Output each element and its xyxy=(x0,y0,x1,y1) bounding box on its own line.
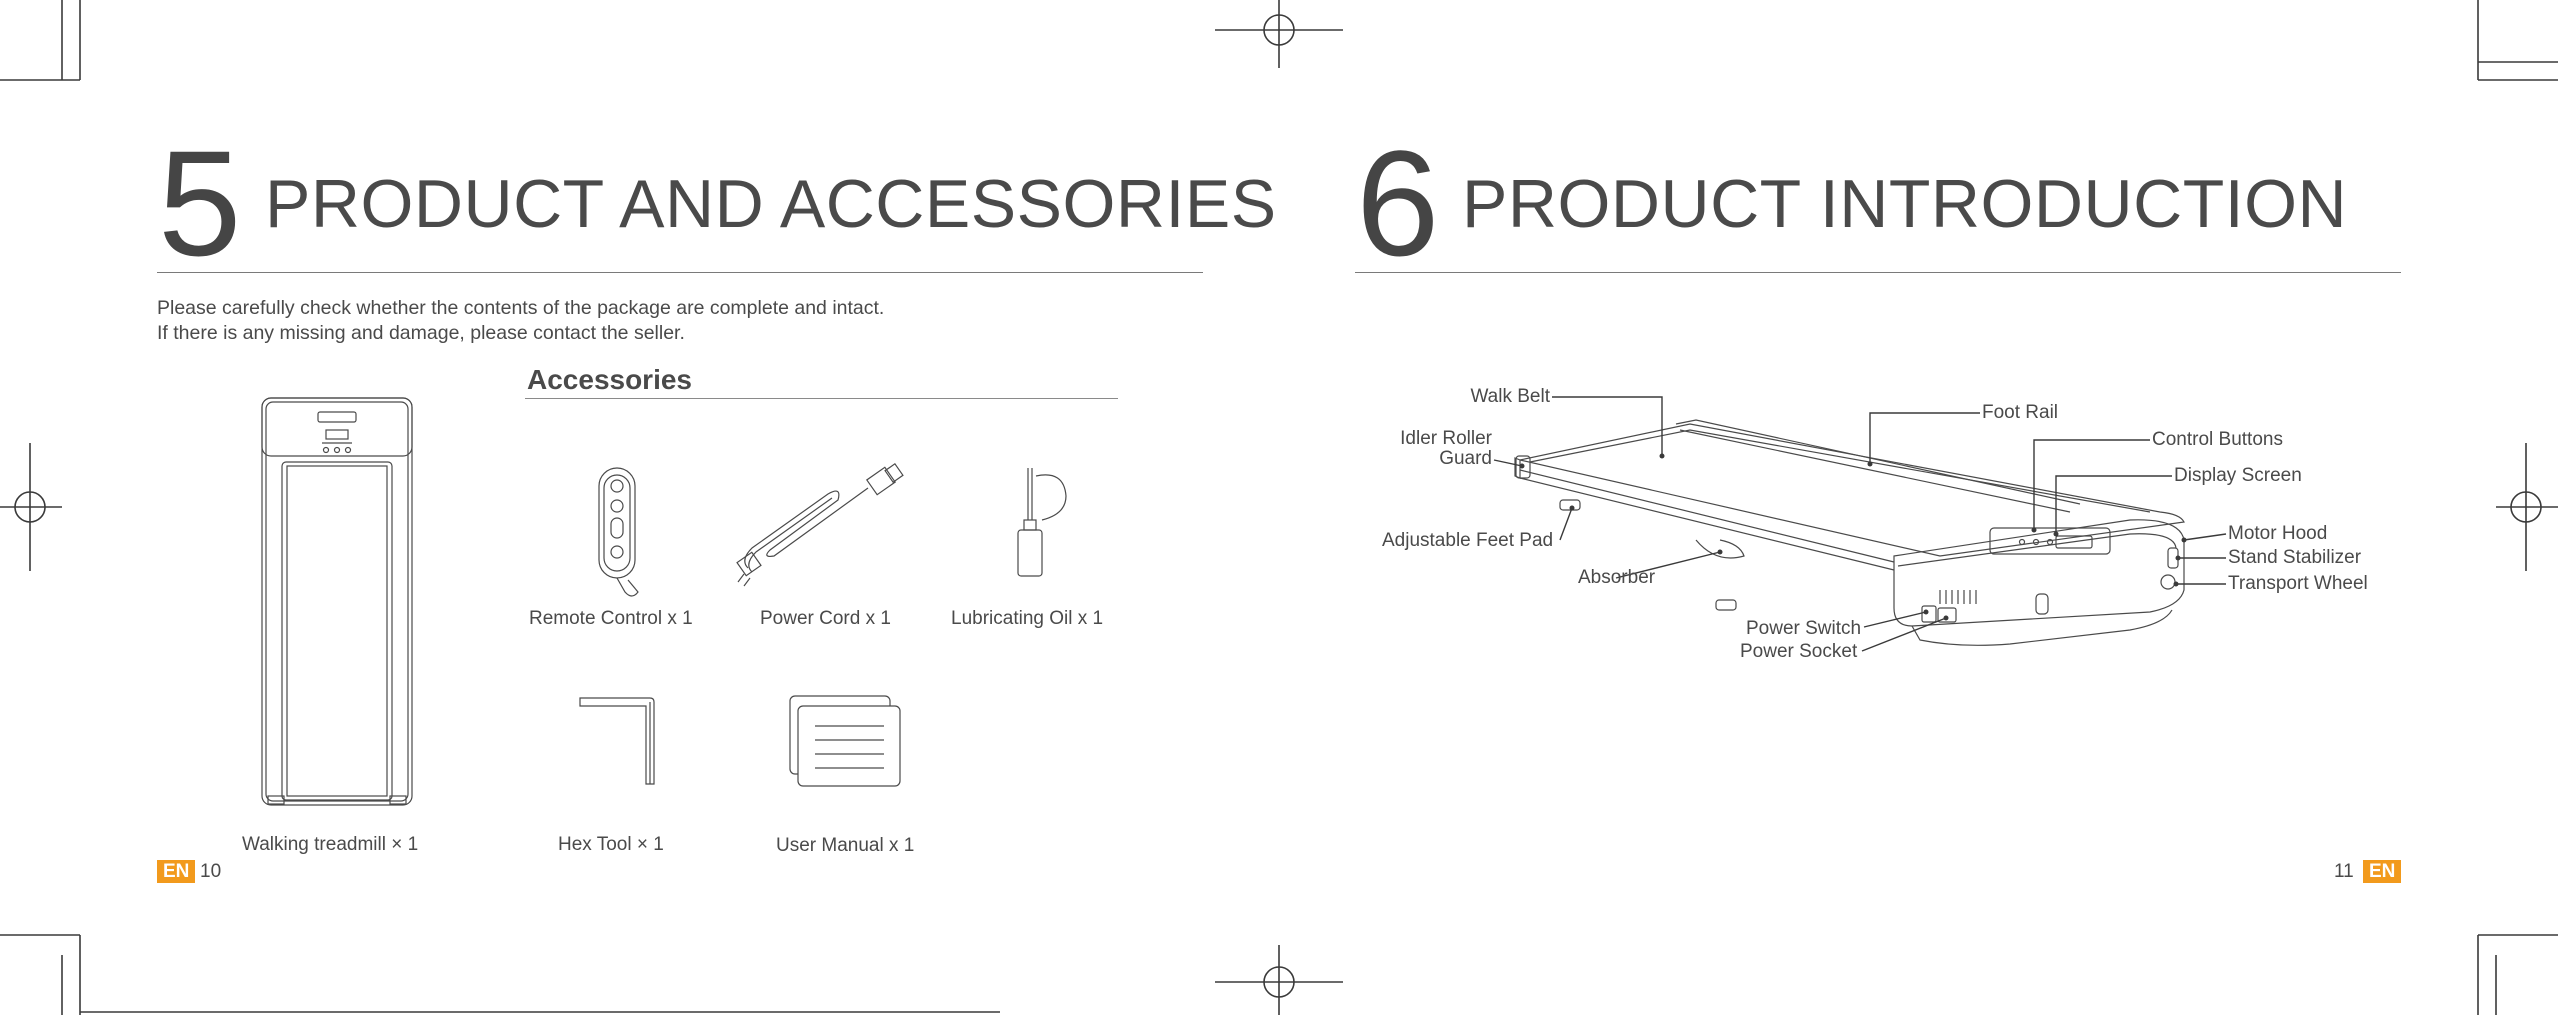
intro-line-2: If there is any missing and damage, plea… xyxy=(157,322,685,344)
label-power-socket: Power Socket xyxy=(1740,641,1858,662)
accessories-rule xyxy=(525,398,1118,399)
label-idler-roller-guard-line-1: Idler Roller xyxy=(1400,428,1492,449)
user-manual-caption: User Manual x 1 xyxy=(776,835,915,856)
page-number-left: 10 xyxy=(200,861,222,882)
label-adjustable-feet-pad: Adjustable Feet Pad xyxy=(1382,530,1554,551)
label-power-switch: Power Switch xyxy=(1746,618,1862,639)
section-title-right: PRODUCT INTRODUCTION xyxy=(1462,166,2348,242)
label-idler-roller-guard: Idler Roller Guard xyxy=(1372,429,1492,469)
label-motor-hood: Motor Hood xyxy=(2228,523,2328,544)
label-absorber: Absorber xyxy=(1578,567,1656,588)
title-rule-right xyxy=(1355,272,2401,273)
label-stand-stabilizer: Stand Stabilizer xyxy=(2228,547,2362,568)
intro-line-1: Please carefully check whether the conte… xyxy=(157,297,885,319)
treadmill-caption: Walking treadmill × 1 xyxy=(242,834,419,855)
lubricating-oil-caption: Lubricating Oil x 1 xyxy=(951,608,1104,629)
page-number-right: 11 xyxy=(2334,861,2354,882)
hex-tool-caption: Hex Tool × 1 xyxy=(558,834,664,855)
label-idler-roller-guard-line-2: Guard xyxy=(1439,448,1492,469)
title-rule xyxy=(157,272,1203,273)
section-number-right: 6 xyxy=(1356,119,1440,287)
lang-badge-left: EN xyxy=(157,860,196,883)
intro-text: Please carefully check whether the conte… xyxy=(157,296,1157,346)
label-display-screen: Display Screen xyxy=(2174,465,2302,486)
power-cord-caption: Power Cord x 1 xyxy=(760,608,891,629)
label-walk-belt: Walk Belt xyxy=(1470,386,1550,407)
accessories-heading: Accessories xyxy=(527,364,693,395)
lang-badge-right: EN xyxy=(2363,860,2402,883)
section-number: 5 xyxy=(158,119,242,287)
label-control-buttons: Control Buttons xyxy=(2152,429,2283,450)
remote-control-caption: Remote Control x 1 xyxy=(529,608,693,629)
label-transport-wheel: Transport Wheel xyxy=(2228,573,2368,594)
section-title: PRODUCT AND ACCESSORIES xyxy=(265,166,1277,242)
label-foot-rail: Foot Rail xyxy=(1982,402,2059,423)
